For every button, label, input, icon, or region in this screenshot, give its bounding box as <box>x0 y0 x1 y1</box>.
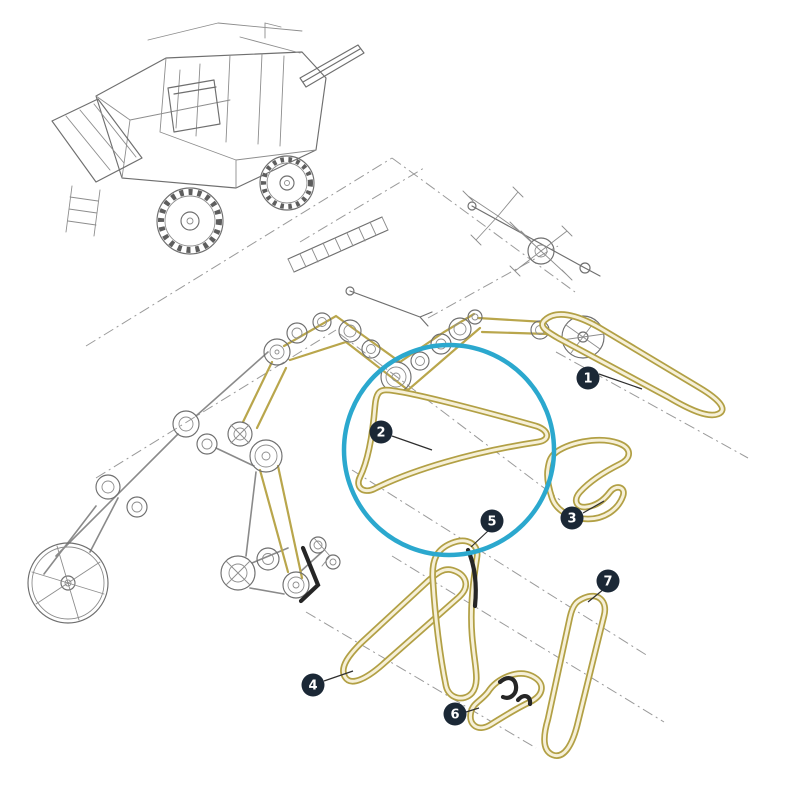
header-feeder-sketch <box>51 98 143 237</box>
badge-circle <box>443 702 467 726</box>
belt-part-1 <box>542 314 722 415</box>
badge-circle <box>480 509 504 533</box>
front-wheel-sketch <box>156 187 224 255</box>
callout-badge-3: 3 <box>560 506 584 530</box>
rear-wheel-sketch <box>259 155 315 211</box>
pulley-cluster-top <box>263 309 605 393</box>
pulley-cluster-mid <box>220 536 341 599</box>
belt-part-4 <box>343 569 465 681</box>
badge-circle <box>560 506 584 530</box>
badge-number: 5 <box>487 515 496 530</box>
belt-part-5 <box>433 541 478 698</box>
belt-part-3 <box>547 440 628 519</box>
highlight-circle <box>341 342 557 558</box>
callout-badge-1: 1 <box>576 366 600 390</box>
tensioner-lever-sketch <box>349 290 433 327</box>
pulley-cluster-left <box>27 410 283 624</box>
cross-spoke-pulley <box>227 421 253 447</box>
roller-chain-sketch <box>287 216 433 327</box>
callout-badge-4: 4 <box>301 673 325 697</box>
belt-part-7 <box>544 596 604 756</box>
large-drive-wheel <box>27 542 109 624</box>
combine-harvester-sketch <box>51 22 365 255</box>
exploded-view-guides <box>85 157 749 749</box>
badge-circle <box>576 366 600 390</box>
badge-number: 2 <box>376 426 385 441</box>
badge-circle <box>369 420 393 444</box>
rail-antenna-lines <box>147 22 303 54</box>
badge-circle <box>301 673 325 697</box>
callout-badge-6: 6 <box>443 702 467 726</box>
callout-badge-7: 7 <box>596 569 620 593</box>
callout-leader-lines <box>323 373 643 713</box>
cross-spoke-pulley <box>220 555 256 591</box>
cab-sketch <box>167 79 221 133</box>
unloading-auger-sketch <box>299 44 365 88</box>
badge-number: 6 <box>450 708 459 723</box>
badge-circle <box>596 569 620 593</box>
beater-shaft-assembly-sketch <box>462 186 601 281</box>
badge-number: 3 <box>567 512 576 527</box>
callout-badge-5: 5 <box>480 509 504 533</box>
badge-number: 1 <box>583 372 592 387</box>
bracket-sketch <box>313 537 331 567</box>
badge-number: 4 <box>308 679 317 694</box>
badge-number: 7 <box>603 575 612 590</box>
callout-badge-2: 2 <box>369 420 393 444</box>
